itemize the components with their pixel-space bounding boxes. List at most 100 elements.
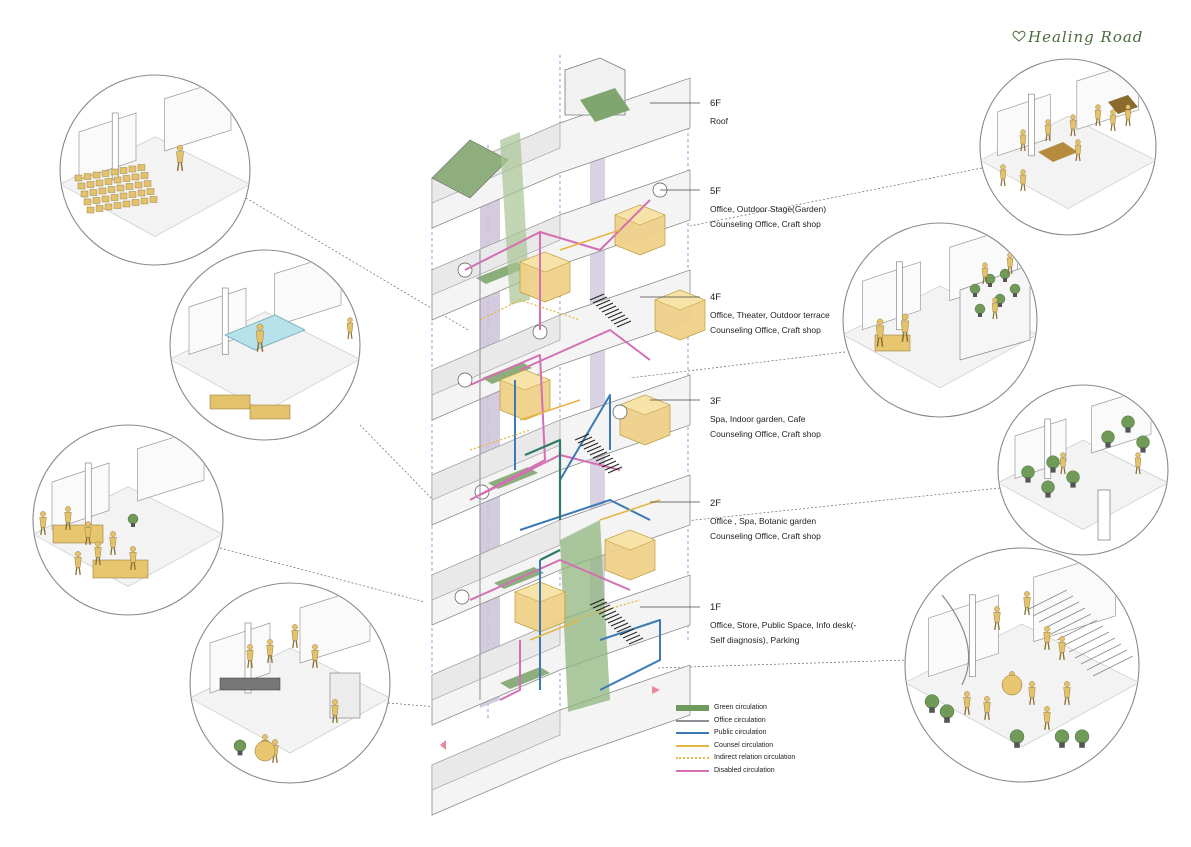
theater-seat [86,206,95,214]
person-figure [85,521,91,527]
plant-figure [1021,465,1035,479]
person-figure [95,541,101,547]
person-figure [1062,652,1065,660]
person-figure [1029,697,1032,705]
plant-pot [973,293,977,297]
spa-pool-icon [209,314,354,420]
floor-label-3f: 3F Spa, Indoor garden, Cafe Counseling O… [710,394,821,442]
counseling-box-top [499,369,551,391]
leader-line [387,702,439,708]
person-figure [43,527,46,535]
counseling-box-top [654,289,706,311]
person-figure [295,640,298,648]
theater-seat [83,173,92,180]
person-figure [291,630,299,641]
office-desk [52,524,104,544]
stair-step [592,601,608,609]
person-figure [110,531,116,537]
person-figure [292,640,295,648]
stair-step [616,625,632,633]
person-figure [967,707,970,715]
person-figure [247,660,250,668]
slab-wall [431,519,561,601]
counseling-vignette [844,224,1036,416]
leader-line [629,351,846,379]
person-figure [1020,143,1023,152]
leader-line [655,659,909,669]
person-figure [1045,119,1051,125]
person-figure [1020,129,1026,135]
green-shaft [560,520,610,712]
person-figure [1063,466,1066,475]
vignette-frame [32,424,224,616]
person-figure [78,567,81,575]
floor-program-line: Office, Outdoor Stage(Garden) [710,204,827,214]
floor-number: 4F [710,292,722,303]
column [221,287,229,355]
theater-seat [110,194,119,201]
legend-label: Counsel circulation [714,741,774,749]
person-figure [98,557,101,565]
person-figure [880,337,884,347]
slab-wall [431,709,561,791]
person-figure [75,551,81,557]
plant-figure [939,704,955,719]
legend-item-green: Green circulation [676,702,876,714]
person-figure [963,697,971,708]
person-figure [1044,626,1050,632]
person-figure [1045,133,1048,142]
person-figure [180,162,184,171]
counsel-table [874,334,911,352]
person-figure [876,318,884,326]
stair-step [595,604,611,612]
floor-program-line: Counseling Office, Craft shop [710,219,821,229]
person-figure [95,557,98,565]
vignette-frame [904,547,1140,783]
floor-program-line: Office, Theater, Outdoor terrace [710,310,830,320]
person-figure [1047,722,1050,730]
legend-item-public: Public circulation [676,727,876,739]
person-figure [267,639,273,645]
stair-step [595,454,611,462]
theater-seat [98,187,107,195]
vignette-frame [189,582,391,784]
theater-seat [92,197,101,204]
public-stair-icon [924,589,1134,748]
person-figure [130,546,136,552]
stair-step [607,311,623,319]
curved-ramp [941,594,970,686]
person-figure [1075,139,1081,145]
person-figure [1044,722,1047,730]
vignette-frame [979,58,1157,236]
plant-pot [237,750,243,756]
spa-vignette [171,251,359,439]
person-figure [350,331,353,340]
plant-pot [944,717,950,723]
direction-arrow-icon [652,686,660,694]
plant-figure [974,303,986,315]
person-figure [1044,706,1050,712]
person-figure [992,311,995,320]
person-figure [65,522,68,530]
person-figure [130,562,133,570]
legend-swatch [676,732,709,734]
stair-step [1086,649,1128,671]
person-figure [901,313,909,321]
stair-step [589,448,605,456]
person-figure [1095,118,1098,127]
person-figure [129,552,137,563]
person-figure [1023,183,1026,192]
person-figure [1094,109,1102,120]
counsel-circulation-path [519,229,661,641]
person-figure [1109,114,1117,125]
plant-pot [131,523,135,527]
theater-seat [140,172,149,179]
leader-line [689,167,983,227]
stair-step [601,610,617,618]
theater-seat [104,178,113,185]
plant-figure [924,694,940,709]
botanic-garden-vignette [999,386,1167,554]
stair-step [1068,631,1110,653]
person-figure [875,325,885,338]
